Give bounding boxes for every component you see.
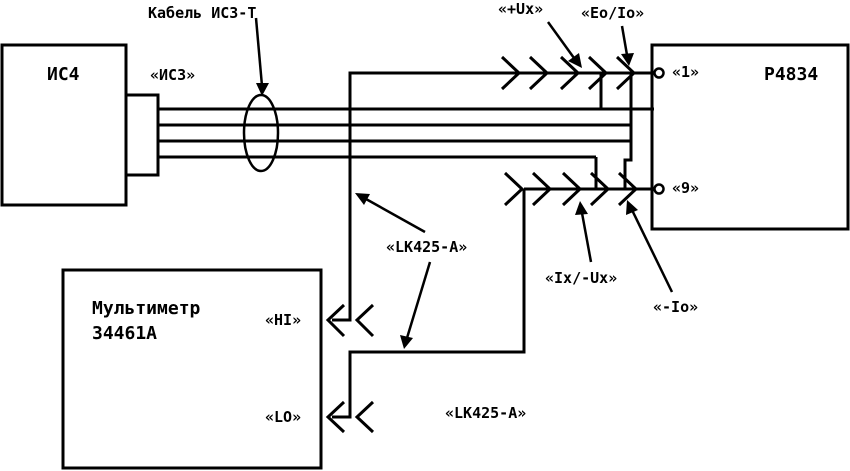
is3-connector-label: «ИС3» xyxy=(150,66,195,84)
bottom-plug-a xyxy=(503,171,525,207)
terminal-1-label: «1» xyxy=(672,63,699,81)
p4834-device-box xyxy=(650,43,850,231)
terminal-9-dot xyxy=(653,183,665,195)
hi-plug-outer xyxy=(354,303,375,338)
minus-io-arrowhead xyxy=(626,200,638,215)
lk425-lo-lead xyxy=(325,189,526,434)
lk425-lower-callout-line xyxy=(405,261,432,339)
lo-plug-inner xyxy=(325,400,346,434)
cable-bundle-marker xyxy=(242,93,280,173)
cable-label: Кабель ИС3-Т xyxy=(148,4,256,22)
multimeter-lo-label: «LO» xyxy=(265,408,301,426)
cable-is3t-conductors xyxy=(158,107,654,159)
bottom-plug-c xyxy=(561,171,583,207)
multimeter-name-line1: Мультиметр xyxy=(92,298,201,319)
callout-arrows xyxy=(254,17,674,349)
lk425-lower-label: «LK425-A» xyxy=(445,404,526,422)
top-plug-e xyxy=(615,55,637,91)
eo-io-callout-line xyxy=(620,25,629,56)
eo-io-arrowhead xyxy=(621,53,634,66)
top-plug-d xyxy=(587,55,609,91)
multimeter-device-box xyxy=(61,268,323,470)
plus-ux-label: «+Ux» xyxy=(498,0,543,18)
plus-ux-arrowhead xyxy=(568,53,582,68)
terminal-1-dot xyxy=(653,67,665,79)
lo-plug-outer xyxy=(354,400,375,434)
ix-ux-label: «Ix/-Ux» xyxy=(545,269,617,287)
hi-lead-wire xyxy=(332,71,521,322)
lk425-hi-lead xyxy=(325,71,521,338)
top-plug-b xyxy=(528,55,550,91)
is3-connector-body xyxy=(124,93,160,177)
top-connector-chain xyxy=(500,55,655,141)
ix-ux-arrowhead xyxy=(575,201,588,215)
minus-io-callout-line xyxy=(630,209,674,293)
hi-plug-inner xyxy=(325,303,346,338)
lk425-lower-arrowhead xyxy=(400,335,413,349)
top-plug-c xyxy=(559,55,581,91)
lk425-upper-label: «LK425-A» xyxy=(386,238,467,256)
p4834-device-label: Р4834 xyxy=(764,64,818,85)
bottom-tap-minus-io xyxy=(623,141,633,189)
multimeter-hi-label: «HI» xyxy=(265,311,301,329)
minus-io-label: «-Io» xyxy=(653,298,698,316)
is4-device-box xyxy=(0,43,128,207)
is4-device-label: ИС4 xyxy=(47,64,80,85)
bottom-plug-b xyxy=(531,171,553,207)
lk425-upper-arrowhead xyxy=(355,193,370,205)
lk425-upper-callout-line xyxy=(365,197,426,234)
cable-callout-line xyxy=(254,17,264,87)
ix-ux-callout-line xyxy=(580,212,593,263)
plus-ux-callout-line xyxy=(546,21,576,59)
bottom-connector-chain xyxy=(503,141,655,207)
terminal-9-label: «9» xyxy=(672,179,699,197)
lo-lead-wire xyxy=(332,189,526,419)
cable-callout-arrowhead xyxy=(256,83,269,96)
multimeter-name-line2: 34461A xyxy=(92,323,157,344)
eo-io-label: «Eo/Io» xyxy=(581,4,644,22)
